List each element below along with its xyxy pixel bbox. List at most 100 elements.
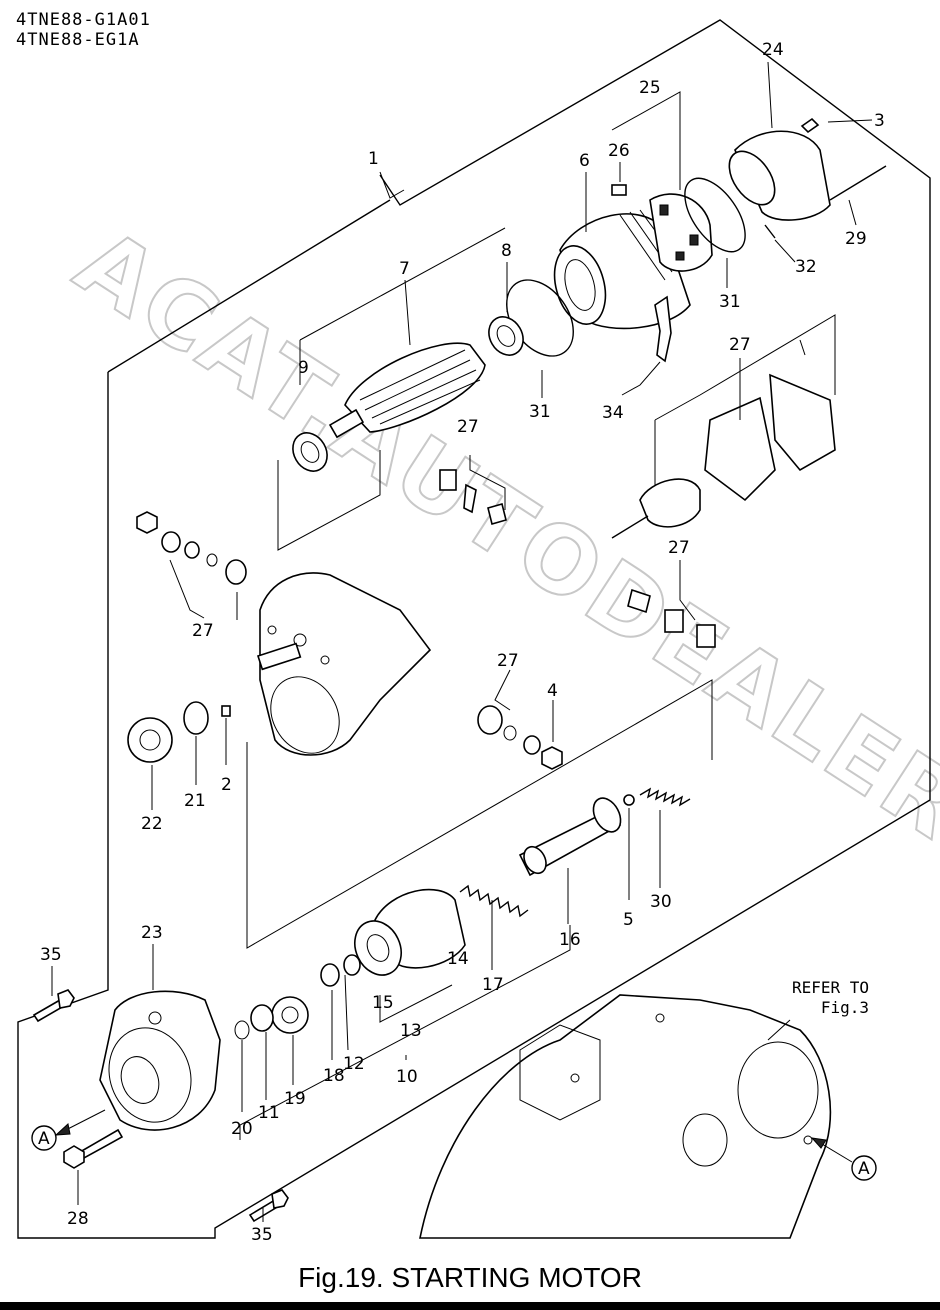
bottom-border bbox=[0, 1302, 940, 1310]
bracket-9-bottom bbox=[277, 450, 381, 551]
callout-23: 23 bbox=[141, 923, 163, 943]
callout-19: 19 bbox=[284, 1089, 306, 1109]
brush-spring bbox=[611, 184, 627, 196]
reference-line-1: REFER TO bbox=[792, 978, 870, 997]
callout-14: 14 bbox=[447, 949, 469, 969]
shift-lever bbox=[654, 295, 672, 363]
callout-34: 34 bbox=[602, 403, 624, 423]
callout-4: 4 bbox=[547, 681, 558, 701]
bolt-28-shank bbox=[78, 1128, 124, 1160]
callout-27-lower: 27 bbox=[497, 651, 519, 671]
terminal-nut-set bbox=[477, 705, 563, 770]
a-arrow-right bbox=[810, 1137, 827, 1149]
gasket bbox=[704, 396, 776, 502]
steel-ball bbox=[623, 794, 635, 806]
callout-3: 3 bbox=[874, 111, 885, 131]
front-bracket bbox=[99, 990, 221, 1131]
a-label-left: A bbox=[38, 1129, 50, 1149]
callout-35-upper: 35 bbox=[40, 945, 62, 965]
bracket-25 bbox=[611, 91, 681, 190]
callout-35-lower: 35 bbox=[251, 1225, 273, 1245]
callout-6: 6 bbox=[579, 151, 590, 171]
figure-caption: Fig.19. STARTING MOTOR bbox=[298, 1262, 642, 1293]
return-spring bbox=[639, 787, 691, 807]
terminal-nuts bbox=[136, 511, 247, 585]
callout-31-front: 31 bbox=[529, 402, 551, 422]
a-circle-right bbox=[851, 1155, 877, 1181]
bolt-28-head bbox=[63, 1145, 85, 1169]
callout-18: 18 bbox=[323, 1066, 345, 1086]
rear-cover bbox=[728, 130, 831, 221]
callout-17: 17 bbox=[482, 975, 504, 995]
pinion-shaft bbox=[518, 797, 622, 877]
model-code-1: 4TNE88-G1A01 bbox=[16, 10, 151, 30]
shaft-pin bbox=[256, 642, 302, 671]
callout-27-left: 27 bbox=[192, 621, 214, 641]
callout-28: 28 bbox=[67, 1209, 89, 1229]
callout-25: 25 bbox=[639, 78, 661, 98]
callout-5: 5 bbox=[623, 910, 634, 930]
model-header: 4TNE88-G1A01 4TNE88-EG1A bbox=[16, 10, 151, 50]
callout-22: 22 bbox=[141, 814, 163, 834]
switch-cover bbox=[769, 373, 836, 472]
callout-29: 29 bbox=[845, 229, 867, 249]
bearing-rear bbox=[488, 316, 524, 356]
bracket-9-top bbox=[299, 227, 506, 341]
pinion-stopper bbox=[250, 1004, 274, 1032]
brush-holder bbox=[649, 193, 713, 272]
callout-1: 1 bbox=[368, 149, 379, 169]
callout-11: 11 bbox=[258, 1103, 280, 1123]
reference-note: REFER TO Fig.3 bbox=[792, 978, 869, 1018]
refer-leader bbox=[767, 1019, 791, 1041]
flywheel-housing bbox=[419, 994, 832, 1239]
snap-ring bbox=[234, 1020, 250, 1040]
callout-27-upper: 27 bbox=[457, 417, 479, 437]
callout-15: 15 bbox=[372, 993, 394, 1013]
armature bbox=[328, 342, 486, 439]
pinion-spring bbox=[320, 963, 340, 987]
callout-2: 2 bbox=[221, 775, 232, 795]
bracket-cover bbox=[654, 314, 836, 421]
stop-ring bbox=[343, 954, 361, 976]
callout-10: 10 bbox=[396, 1067, 418, 1087]
gear-retainer bbox=[183, 701, 209, 735]
solenoid-plunger bbox=[611, 478, 701, 539]
terminal-parts-lower bbox=[627, 588, 716, 648]
callout-32: 32 bbox=[795, 257, 817, 277]
callout-21: 21 bbox=[184, 791, 206, 811]
a-label-right: A bbox=[858, 1159, 870, 1179]
callout-26: 26 bbox=[608, 141, 630, 161]
callout-12: 12 bbox=[343, 1054, 365, 1074]
bolt-35-lower-head bbox=[271, 1189, 289, 1209]
roller-pin bbox=[221, 705, 231, 717]
starting-motor-exploded-diagram: ACAT.AUTODEALER.RU bbox=[17, 19, 940, 1245]
callout-27-right: 27 bbox=[668, 538, 690, 558]
callout-13: 13 bbox=[400, 1021, 422, 1041]
a-circle-left bbox=[31, 1125, 57, 1151]
callout-16: 16 bbox=[559, 930, 581, 950]
callout-30: 30 bbox=[650, 892, 672, 912]
callout-7: 7 bbox=[399, 259, 410, 279]
clutch-spring bbox=[459, 884, 529, 918]
callout-8: 8 bbox=[501, 241, 512, 261]
overrunning-clutch bbox=[354, 888, 466, 976]
bolt-35-upper-head bbox=[57, 989, 75, 1009]
bracket-10 bbox=[246, 679, 713, 949]
leader-lines bbox=[51, 61, 873, 1222]
callout-27-cover: 27 bbox=[729, 335, 751, 355]
reference-line-2: Fig.3 bbox=[820, 998, 870, 1017]
terminal-parts-upper bbox=[439, 469, 507, 525]
gear-housing bbox=[259, 572, 432, 756]
bracket-16 bbox=[239, 925, 571, 1140]
bearing-front bbox=[292, 432, 328, 472]
callout-31-rear: 31 bbox=[719, 292, 741, 312]
through-bolt bbox=[829, 165, 887, 201]
o-ring-rear bbox=[684, 177, 746, 253]
callout-24: 24 bbox=[762, 40, 784, 60]
pinion-gear bbox=[271, 996, 309, 1034]
callout-9: 9 bbox=[298, 358, 309, 378]
assembly-boundary-top bbox=[107, 199, 391, 373]
cover-tab bbox=[764, 224, 776, 239]
model-code-2: 4TNE88-EG1A bbox=[16, 30, 140, 50]
a-arrow-left bbox=[54, 1123, 71, 1136]
